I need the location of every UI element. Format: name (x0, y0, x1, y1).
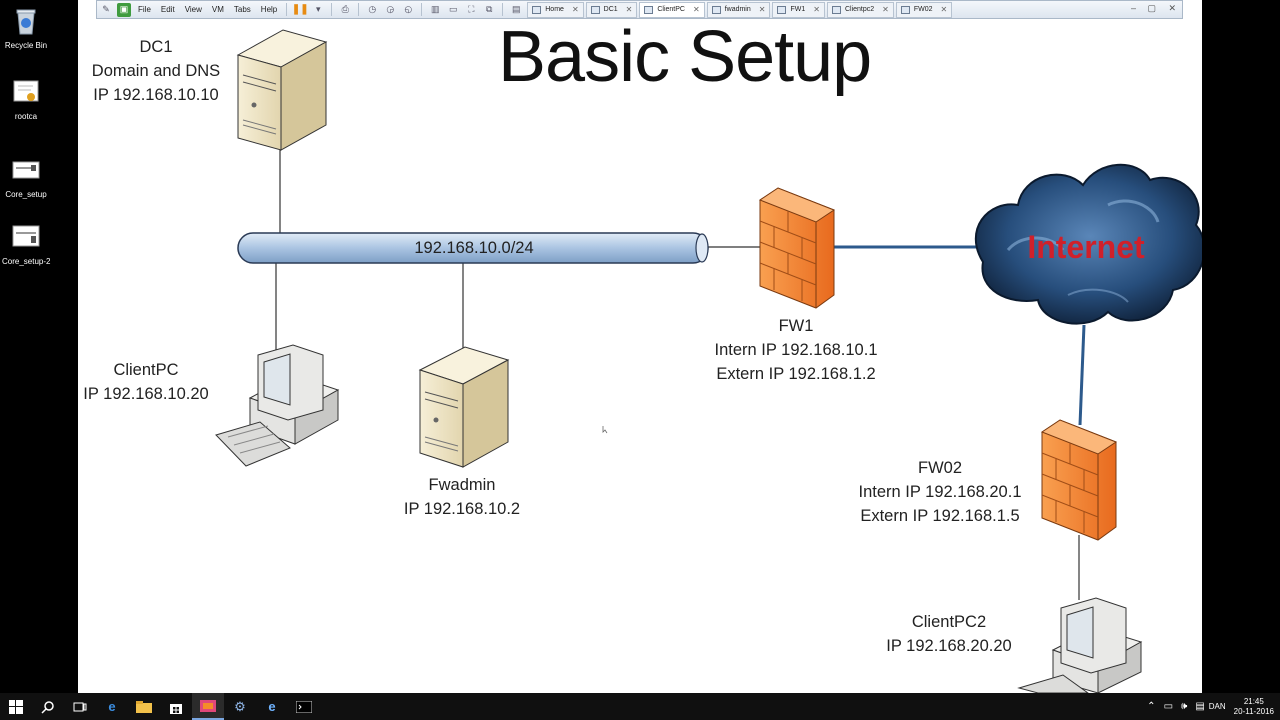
link-internet-fw02 (1080, 325, 1084, 425)
chevron-up-icon[interactable]: ⌃ (1147, 701, 1155, 712)
desktop-icon-label: Core_setup-2 (2, 257, 50, 266)
mouse-cursor-icon (603, 426, 607, 433)
vmware-icon[interactable] (192, 693, 224, 720)
desktop-icon-label: rootca (2, 112, 50, 121)
dc1-label: DC1 Domain and DNS IP 192.168.10.10 (76, 35, 236, 107)
desktop-icon-recycle-bin[interactable]: Recycle Bin (2, 6, 50, 50)
system-tray: ⌃ ▭ 🕪 ▤ DAN 21:45 20-11-2016 (1143, 693, 1274, 720)
fwadmin-name: Fwadmin (382, 473, 542, 497)
notifications-icon[interactable]: ▤ (1195, 701, 1204, 712)
slide-title: Basic Setup (498, 16, 871, 98)
clock[interactable]: 21:45 20-11-2016 (1234, 697, 1274, 717)
file-explorer-icon[interactable] (128, 693, 160, 720)
clientpc2-label: ClientPC2 IP 192.168.20.20 (864, 610, 1034, 658)
terminal-icon[interactable] (288, 693, 320, 720)
fw1-intern-ip: Intern IP 192.168.10.1 (691, 338, 901, 362)
store-icon[interactable] (160, 693, 192, 720)
recycle-bin-icon (11, 6, 41, 36)
fw1-label: FW1 Intern IP 192.168.10.1 Extern IP 192… (691, 314, 901, 386)
dc1-ip: IP 192.168.10.10 (76, 83, 236, 107)
clientpc-label: ClientPC IP 192.168.10.20 (66, 358, 226, 406)
fwadmin-server-icon (420, 347, 508, 467)
dc1-server-icon (238, 30, 326, 150)
fw02-label: FW02 Intern IP 192.168.20.1 Extern IP 19… (834, 456, 1046, 528)
clientpc-workstation-icon (216, 345, 338, 466)
network-icon[interactable]: ▭ (1164, 701, 1173, 712)
fw1-extern-ip: Extern IP 192.168.1.2 (691, 362, 901, 386)
fw1-firewall-icon (760, 188, 834, 308)
desktop-icon-core-setup-2[interactable]: Core_setup-2 (2, 222, 50, 266)
windows-start-icon[interactable] (0, 693, 32, 720)
dc1-role: Domain and DNS (76, 59, 236, 83)
desktop-icon-label: Recycle Bin (2, 41, 50, 50)
clock-date: 20-11-2016 (1234, 707, 1274, 717)
desktop-icon-label: Core_setup (2, 190, 50, 199)
desktop-icon-core-setup[interactable]: Core_setup (2, 155, 50, 199)
network-tool-icon[interactable]: ⚙ (224, 693, 256, 720)
fw02-name: FW02 (834, 456, 1046, 480)
fw02-firewall-icon (1042, 420, 1116, 540)
fw1-name: FW1 (691, 314, 901, 338)
fw02-intern-ip: Intern IP 192.168.20.1 (834, 480, 1046, 504)
internet-label: Internet (1027, 229, 1145, 265)
document-icon (11, 155, 41, 185)
desktop-icon-rootca[interactable]: rootca (2, 77, 50, 121)
clientpc2-ip: IP 192.168.20.20 (864, 634, 1034, 658)
clientpc2-workstation-icon (1019, 598, 1141, 693)
network-label: 192.168.10.0/24 (346, 236, 602, 260)
volume-icon[interactable]: 🕪 (1181, 701, 1187, 712)
document-icon (11, 222, 41, 252)
fwadmin-label: Fwadmin IP 192.168.10.2 (382, 473, 542, 521)
network-diagram: Internet (78, 0, 1202, 693)
edge-icon[interactable]: e (96, 693, 128, 720)
task-view-icon[interactable] (64, 693, 96, 720)
taskbar: e ⚙ e ⌃ ▭ 🕪 ▤ DAN 21:45 20-11-2016 (0, 693, 1280, 720)
dc1-name: DC1 (76, 35, 236, 59)
certificate-icon (11, 77, 41, 107)
vmware-window: ✎ ▣ File Edit View VM Tabs Help ❚❚ ▾ ⎙ ◷… (78, 0, 1202, 693)
fwadmin-ip: IP 192.168.10.2 (382, 497, 542, 521)
language-indicator[interactable]: DAN (1209, 702, 1226, 711)
fw02-extern-ip: Extern IP 192.168.1.5 (834, 504, 1046, 528)
clientpc-name: ClientPC (66, 358, 226, 382)
clientpc-ip: IP 192.168.10.20 (66, 382, 226, 406)
clock-time: 21:45 (1234, 697, 1274, 707)
search-icon[interactable] (32, 693, 64, 720)
clientpc2-name: ClientPC2 (864, 610, 1034, 634)
internet-explorer-icon[interactable]: e (256, 693, 288, 720)
